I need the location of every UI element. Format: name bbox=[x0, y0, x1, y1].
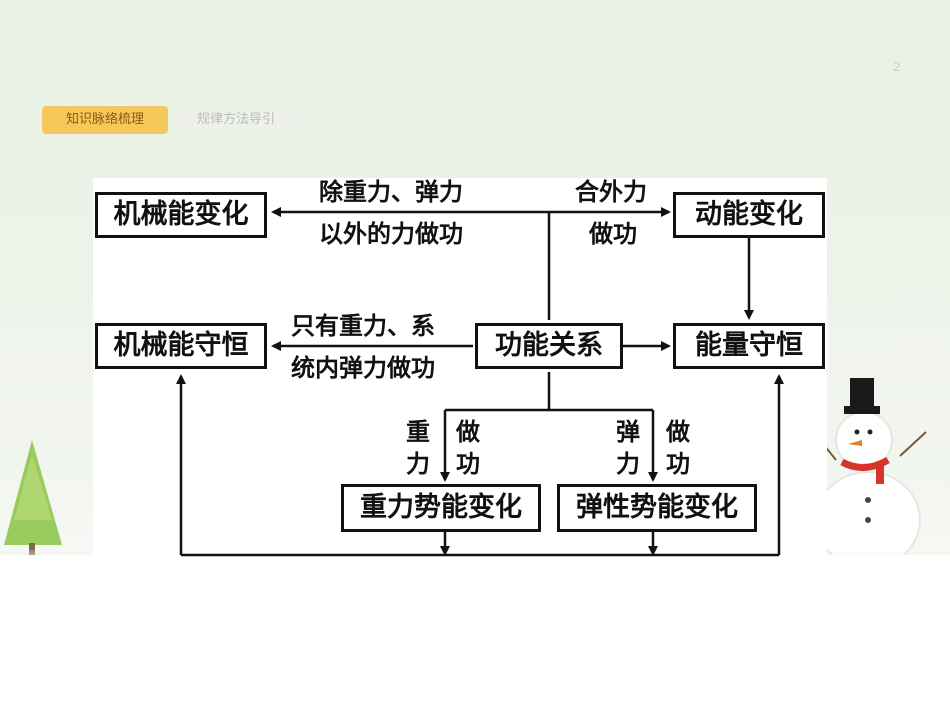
label-only-force-line1: 只有重力、系 bbox=[291, 312, 435, 340]
box-elastic-pe-change: 弹性势能变化 bbox=[557, 484, 757, 532]
box-energy-conservation: 能量守恒 bbox=[673, 323, 825, 369]
box-work-energy-relation: 功能关系 bbox=[475, 323, 623, 369]
box-mech-energy-change: 机械能变化 bbox=[95, 192, 267, 238]
label-gravity-char1: 重 bbox=[406, 418, 430, 446]
tab-knowledge-outline[interactable]: 知识脉络梳理 bbox=[42, 106, 168, 134]
label-elastic-char1: 弹 bbox=[616, 418, 640, 446]
label-elastic-work-char2: 功 bbox=[666, 450, 690, 478]
label-other-force-line2: 以外的力做功 bbox=[319, 220, 463, 248]
box-mech-energy-conservation: 机械能守恒 bbox=[95, 323, 267, 369]
label-elastic-work-char1: 做 bbox=[666, 418, 690, 446]
label-other-force-line1: 除重力、弹力 bbox=[319, 178, 463, 206]
tab-method-guide[interactable]: 规律方法导引 bbox=[173, 106, 299, 134]
tree-icon bbox=[4, 440, 62, 559]
snowman-icon bbox=[815, 378, 927, 569]
energy-flow-diagram: 机械能变化 动能变化 机械能守恒 功能关系 能量守恒 重力势能变化 弹性势能变化… bbox=[93, 178, 827, 559]
label-net-force-line1: 合外力 bbox=[575, 178, 647, 206]
label-gravity-work-char2: 功 bbox=[456, 450, 480, 478]
box-gravity-pe-change: 重力势能变化 bbox=[341, 484, 541, 532]
label-net-force-line2: 做功 bbox=[589, 220, 637, 248]
box-kinetic-energy-change: 动能变化 bbox=[673, 192, 825, 238]
label-only-force-line2: 统内弹力做功 bbox=[291, 354, 435, 382]
snow-ground bbox=[0, 555, 950, 713]
page-number: 2 bbox=[893, 60, 901, 74]
diagram-connectors bbox=[176, 207, 784, 557]
label-gravity-work-char1: 做 bbox=[456, 418, 480, 446]
label-elastic-char2: 力 bbox=[616, 450, 640, 478]
label-gravity-char2: 力 bbox=[406, 450, 430, 478]
